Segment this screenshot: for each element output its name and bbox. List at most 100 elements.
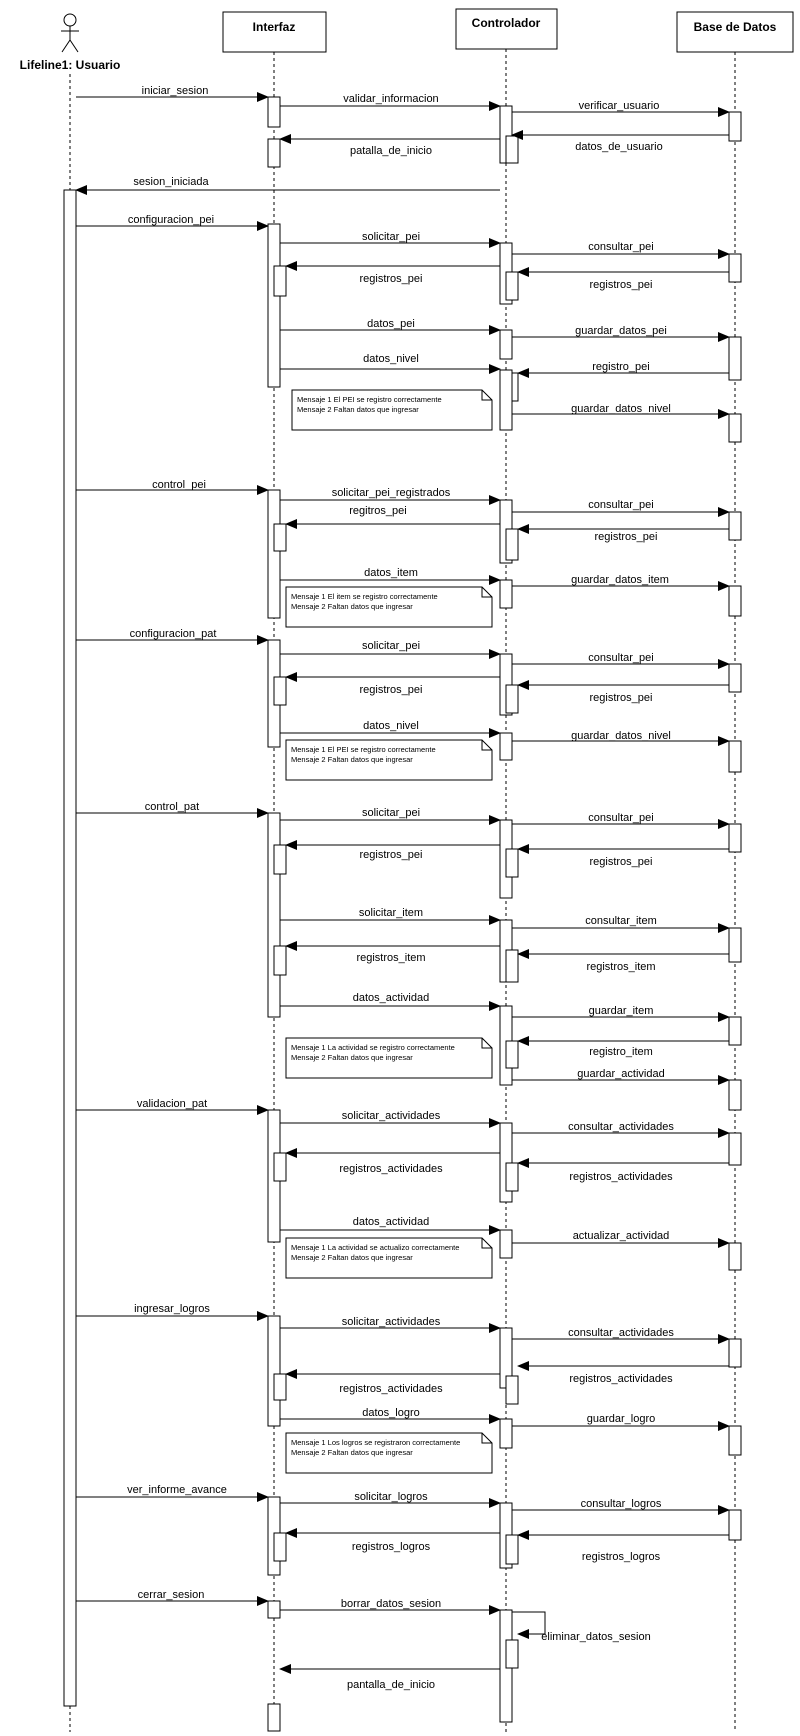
message-label: datos_nivel [363,353,419,365]
message: datos_logro [280,1407,501,1424]
message: consultar_pei [512,812,730,829]
note-text: Mensaje 2 Faltan datos que ingresar [291,1253,413,1262]
message-label: datos_actividad [353,1216,429,1228]
message: datos_actividad [280,1216,501,1235]
message-label: consultar_pei [588,652,653,664]
message-label: solicitar_logros [354,1491,428,1503]
activation-box [728,663,742,693]
activation-box [267,1600,281,1619]
message: guardar_item [512,1005,730,1022]
message-label: registros_pei [590,279,653,291]
note-text: Mensaje 2 Faltan datos que ingresar [291,755,413,764]
activation-box [728,1338,742,1368]
message-label: configuracion_pei [128,214,214,226]
message-label: consultar_item [585,915,657,927]
note-box: Mensaje 1 El item se registro correctame… [285,586,493,628]
activation-box [267,489,281,619]
message-label: solicitar_actividades [342,1110,441,1122]
activation-box [499,579,513,609]
message-label: solicitar_pei [362,640,420,652]
message: consultar_logros [512,1498,730,1515]
message-label: iniciar_sesion [142,85,209,97]
message-label: registros_pei [360,273,423,285]
message: consultar_item [512,915,730,933]
lifeline-header-interfaz: Interfaz [222,11,327,53]
message-label: registros_pei [360,684,423,696]
message-label: datos_de_usuario [575,141,662,153]
message-label: registros_logros [352,1541,431,1553]
message: registros_item [285,941,500,964]
activation-box [499,1229,513,1259]
lifeline-header-base-datos: Base de Datos [676,11,794,53]
message-label: registros_item [586,961,655,973]
activation-box [505,271,519,301]
message-label: registros_actividades [569,1171,673,1183]
message-label: registros_pei [595,531,658,543]
message-label: patalla_de_inicio [350,145,432,157]
message: registros_pei [517,267,729,291]
message-label: guardar_actividad [577,1068,664,1080]
message: cerrar_sesion [76,1589,269,1606]
message: consultar_actividades [512,1327,730,1344]
note-text: Mensaje 1 El item se registro correctame… [291,592,438,601]
message-label: solicitar_item [359,907,423,919]
message: registros_pei [285,840,500,861]
activation-box [728,1079,742,1111]
message-label: configuracion_pat [130,628,217,640]
message: sesion_iniciada [75,176,500,195]
note-text: Mensaje 2 Faltan datos que ingresar [291,1053,413,1062]
activation-box [505,1639,519,1669]
message: solicitar_item [280,907,501,925]
note-box: Mensaje 1 La actividad se actualizo corr… [285,1237,493,1279]
activation-box [728,253,742,283]
message: validacion_pat [76,1098,269,1115]
message-label: registros_pei [590,856,653,868]
activation-box [267,223,281,388]
message: solicitar_pei [280,231,501,248]
message: registro_pei [517,361,729,378]
message-label: datos_pei [367,318,415,330]
note-box: Mensaje 1 Los logros se registraron corr… [285,1432,493,1474]
activation-box [728,1242,742,1271]
message: registros_actividades [517,1361,729,1385]
message-label: eliminar_datos_sesion [541,1631,650,1643]
message: consultar_pei [512,241,730,259]
message-label: pantalla_de_inicio [347,1679,435,1691]
message: solicitar_pei [280,640,501,659]
activation-box [728,585,742,617]
message-label: consultar_actividades [568,1121,674,1133]
activation-box [728,511,742,541]
message-label: sesion_iniciada [133,176,209,188]
message: configuracion_pat [76,628,269,645]
message: control_pei [76,479,269,495]
message: configuracion_pei [76,214,269,231]
message-label: datos_item [364,567,418,579]
message-label: registro_item [589,1046,653,1058]
self-message-arrow [512,1611,546,1639]
lifeline-controlador-label: Controlador [472,16,541,30]
activation-box [267,1315,281,1427]
actor-usuario: Lifeline1: Usuario [20,13,120,72]
activation-box [505,1534,519,1565]
message-label: consultar_pei [588,499,653,511]
activation-box [728,1425,742,1456]
note-text: Mensaje 1 La actividad se actualizo corr… [291,1243,459,1252]
message: registros_pei [517,844,729,868]
activation-box [728,740,742,773]
note-text: Mensaje 2 Faltan datos que ingresar [291,1448,413,1457]
message: datos_de_usuario [511,130,729,153]
message: eliminar_datos_sesion [512,1611,651,1643]
message: ingresar_logros [76,1303,269,1321]
message: datos_pei [280,318,501,335]
note-text: Mensaje 1 La actividad se registro corre… [291,1043,455,1052]
activation-box [267,96,281,128]
message: patalla_de_inicio [279,134,500,157]
activation-box [273,945,287,976]
activation-box [728,1132,742,1166]
note-text: Mensaje 1 El PEI se registro correctamen… [291,745,436,754]
activation-box [273,265,287,297]
message-label: solicitar_pei [362,231,420,243]
note-text: Mensaje 2 Faltan datos que ingresar [291,602,413,611]
message-label: solicitar_actividades [342,1316,441,1328]
notes: Mensaje 1 El PEI se registro correctamen… [285,389,493,1474]
